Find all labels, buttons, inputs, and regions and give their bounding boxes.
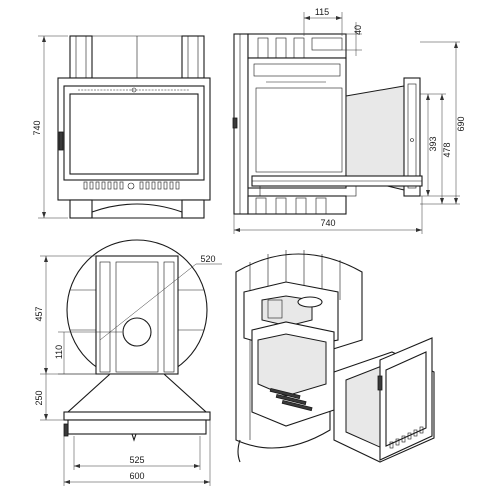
front-door-handle <box>58 131 64 151</box>
side-stone-box <box>247 33 347 59</box>
dim-side-top-width: 115 <box>315 7 329 17</box>
plan-door-frame <box>67 419 207 435</box>
side-view: 740 115 40 393 478 690 <box>232 7 466 234</box>
dim-plan-base-depth: 250 <box>34 390 44 405</box>
dim-plan-total-width: 600 <box>129 471 144 481</box>
front-base-left <box>69 199 93 219</box>
side-tunnel <box>345 85 405 191</box>
plan-view: 520 457 250 110 525 600 <box>34 239 222 486</box>
front-base-arch <box>91 203 183 219</box>
dim-side-top-offset: 40 <box>353 25 363 35</box>
section-grate <box>269 387 313 412</box>
plan-tunnel <box>66 373 208 413</box>
front-top-left-rail <box>69 35 93 79</box>
dim-side-mid-height: 478 <box>442 142 452 157</box>
dim-side-width: 740 <box>320 218 335 228</box>
plan-chimney-hole <box>122 317 152 347</box>
front-ash-vents <box>83 181 180 190</box>
section-ash-vents <box>389 426 424 449</box>
dim-plan-depth: 457 <box>34 306 44 321</box>
dim-side-total-height: 690 <box>456 116 466 131</box>
front-view: 740 <box>32 35 211 219</box>
plan-body <box>95 255 179 375</box>
dim-plan-inner-width: 525 <box>129 455 144 465</box>
front-top-right-rail <box>181 35 205 79</box>
dim-plan-radius: 520 <box>200 254 215 264</box>
section-3d-view <box>235 250 435 463</box>
side-body <box>247 57 347 189</box>
section-chimney <box>297 296 323 308</box>
dim-plan-hole-offset: 110 <box>54 345 64 359</box>
front-door-glass <box>69 93 199 175</box>
dim-front-height: 740 <box>32 120 42 135</box>
front-base-right <box>181 199 205 219</box>
side-base <box>247 195 347 215</box>
dim-side-inner-height: 393 <box>428 136 438 151</box>
plan-front-plate <box>63 411 211 421</box>
